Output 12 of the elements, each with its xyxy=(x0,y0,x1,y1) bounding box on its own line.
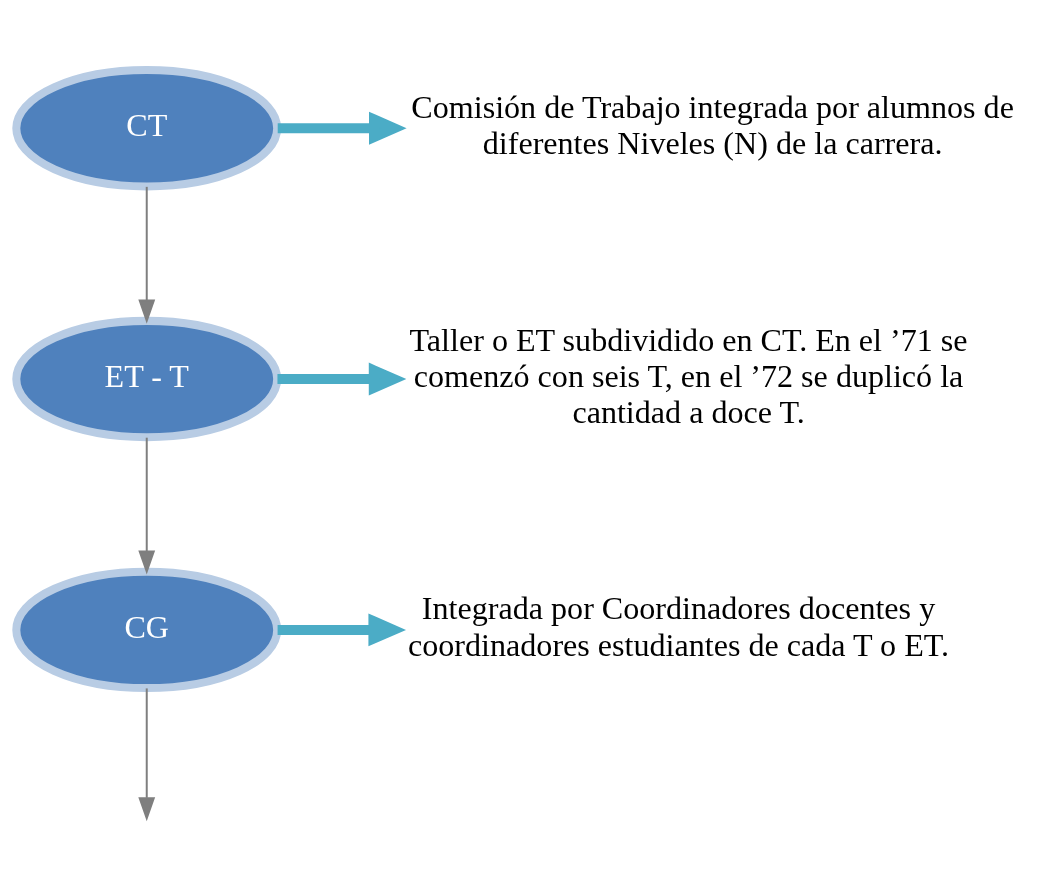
arrow xyxy=(277,613,407,647)
arrow xyxy=(277,362,407,396)
arrow xyxy=(277,111,407,145)
node-ellipse: CG xyxy=(12,567,282,693)
arrow xyxy=(138,186,156,324)
node-ellipse: ET - T xyxy=(12,316,282,442)
node-text: Integrada por Coordinadores docentes y coordinadores estudiantes de cada T o ET. xyxy=(408,590,949,663)
node-ellipse: CT xyxy=(12,66,282,191)
node-text: Taller o ET subdividido en CT. En el ’71 se comenzó con seis T, en el ’72 se duplicó la cantidad a doce T. xyxy=(409,321,968,430)
arrow xyxy=(138,688,156,822)
node-text: Comisión de Trabajo integrada por alumnos de diferentes Niveles (N) de la carrera. xyxy=(411,88,1014,161)
arrow xyxy=(138,437,156,575)
